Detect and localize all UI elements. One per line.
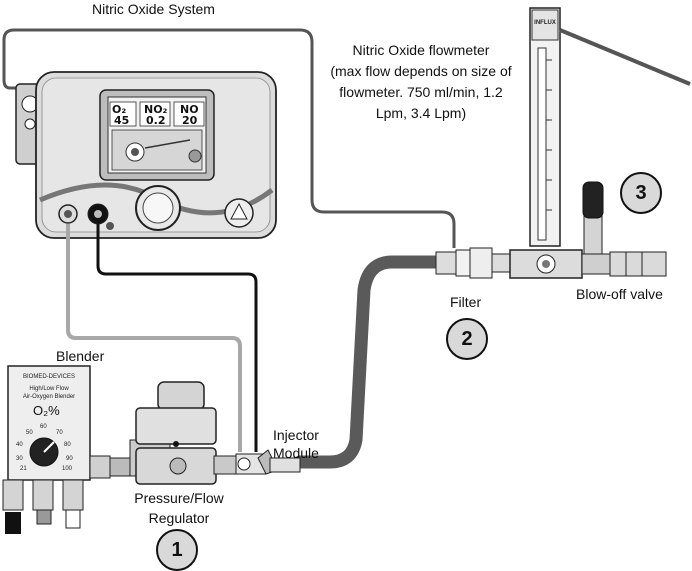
dial-mark-90: 90 [66,456,73,462]
flowmeter-brand: INFLUX [534,20,556,26]
light-gray-sample-line [66,224,242,452]
blender-label: Blender [56,348,105,364]
dial-mark-70: 70 [56,430,63,436]
blender-o2-percent: O₂% [33,403,60,418]
blow-off-valve [581,181,667,277]
dial-mark-100: 100 [62,466,73,472]
dial-mark-21: 21 [20,466,27,472]
filter-device [435,247,511,279]
nitric-oxide-flowmeter [509,7,691,279]
screen-no2-label: NO₂ [144,103,168,116]
regulator-label: Pressure/Flow Regulator [134,490,224,526]
injector-label: Injector Module [273,427,319,461]
flowmeter-label: Nitric Oxide flowmeter (max flow depends… [330,42,512,121]
step-badge-2: 2 [446,318,488,360]
pressure-flow-regulator [129,381,239,485]
filter-label: Filter [450,294,482,310]
screen-no-label: NO [180,103,199,116]
step-badge-1: 1 [156,529,198,571]
screen-o2-label: O₂ [112,103,127,116]
blowoff-label: Blow-off valve [576,286,663,302]
screen-o2-value: 45 [114,114,130,127]
nitric-oxide-system-device [15,71,277,239]
blender-device [2,365,111,534]
system-label: Nitric Oxide System [92,1,215,17]
dial-mark-60: 60 [40,424,47,430]
blender-line1: High/Low Flow [29,386,69,392]
delivery-hose [293,255,443,469]
black-injector-cable [96,224,258,452]
step-badge-3: 3 [620,172,662,214]
dial-mark-80: 80 [64,442,71,448]
screen-no2-value: 0.2 [146,114,166,127]
dial-mark-30: 30 [16,456,23,462]
screen-no-value: 20 [182,114,198,127]
blender-connector-pipe [109,457,131,477]
injector-module [235,449,301,475]
blender-brand: BIOMED-DEVICES [22,374,75,380]
blender-line2: Air-Oxygen Blender [22,394,76,400]
dial-mark-50: 50 [26,430,33,436]
sample-line-cable [2,28,456,248]
dial-mark-40: 40 [16,442,23,448]
